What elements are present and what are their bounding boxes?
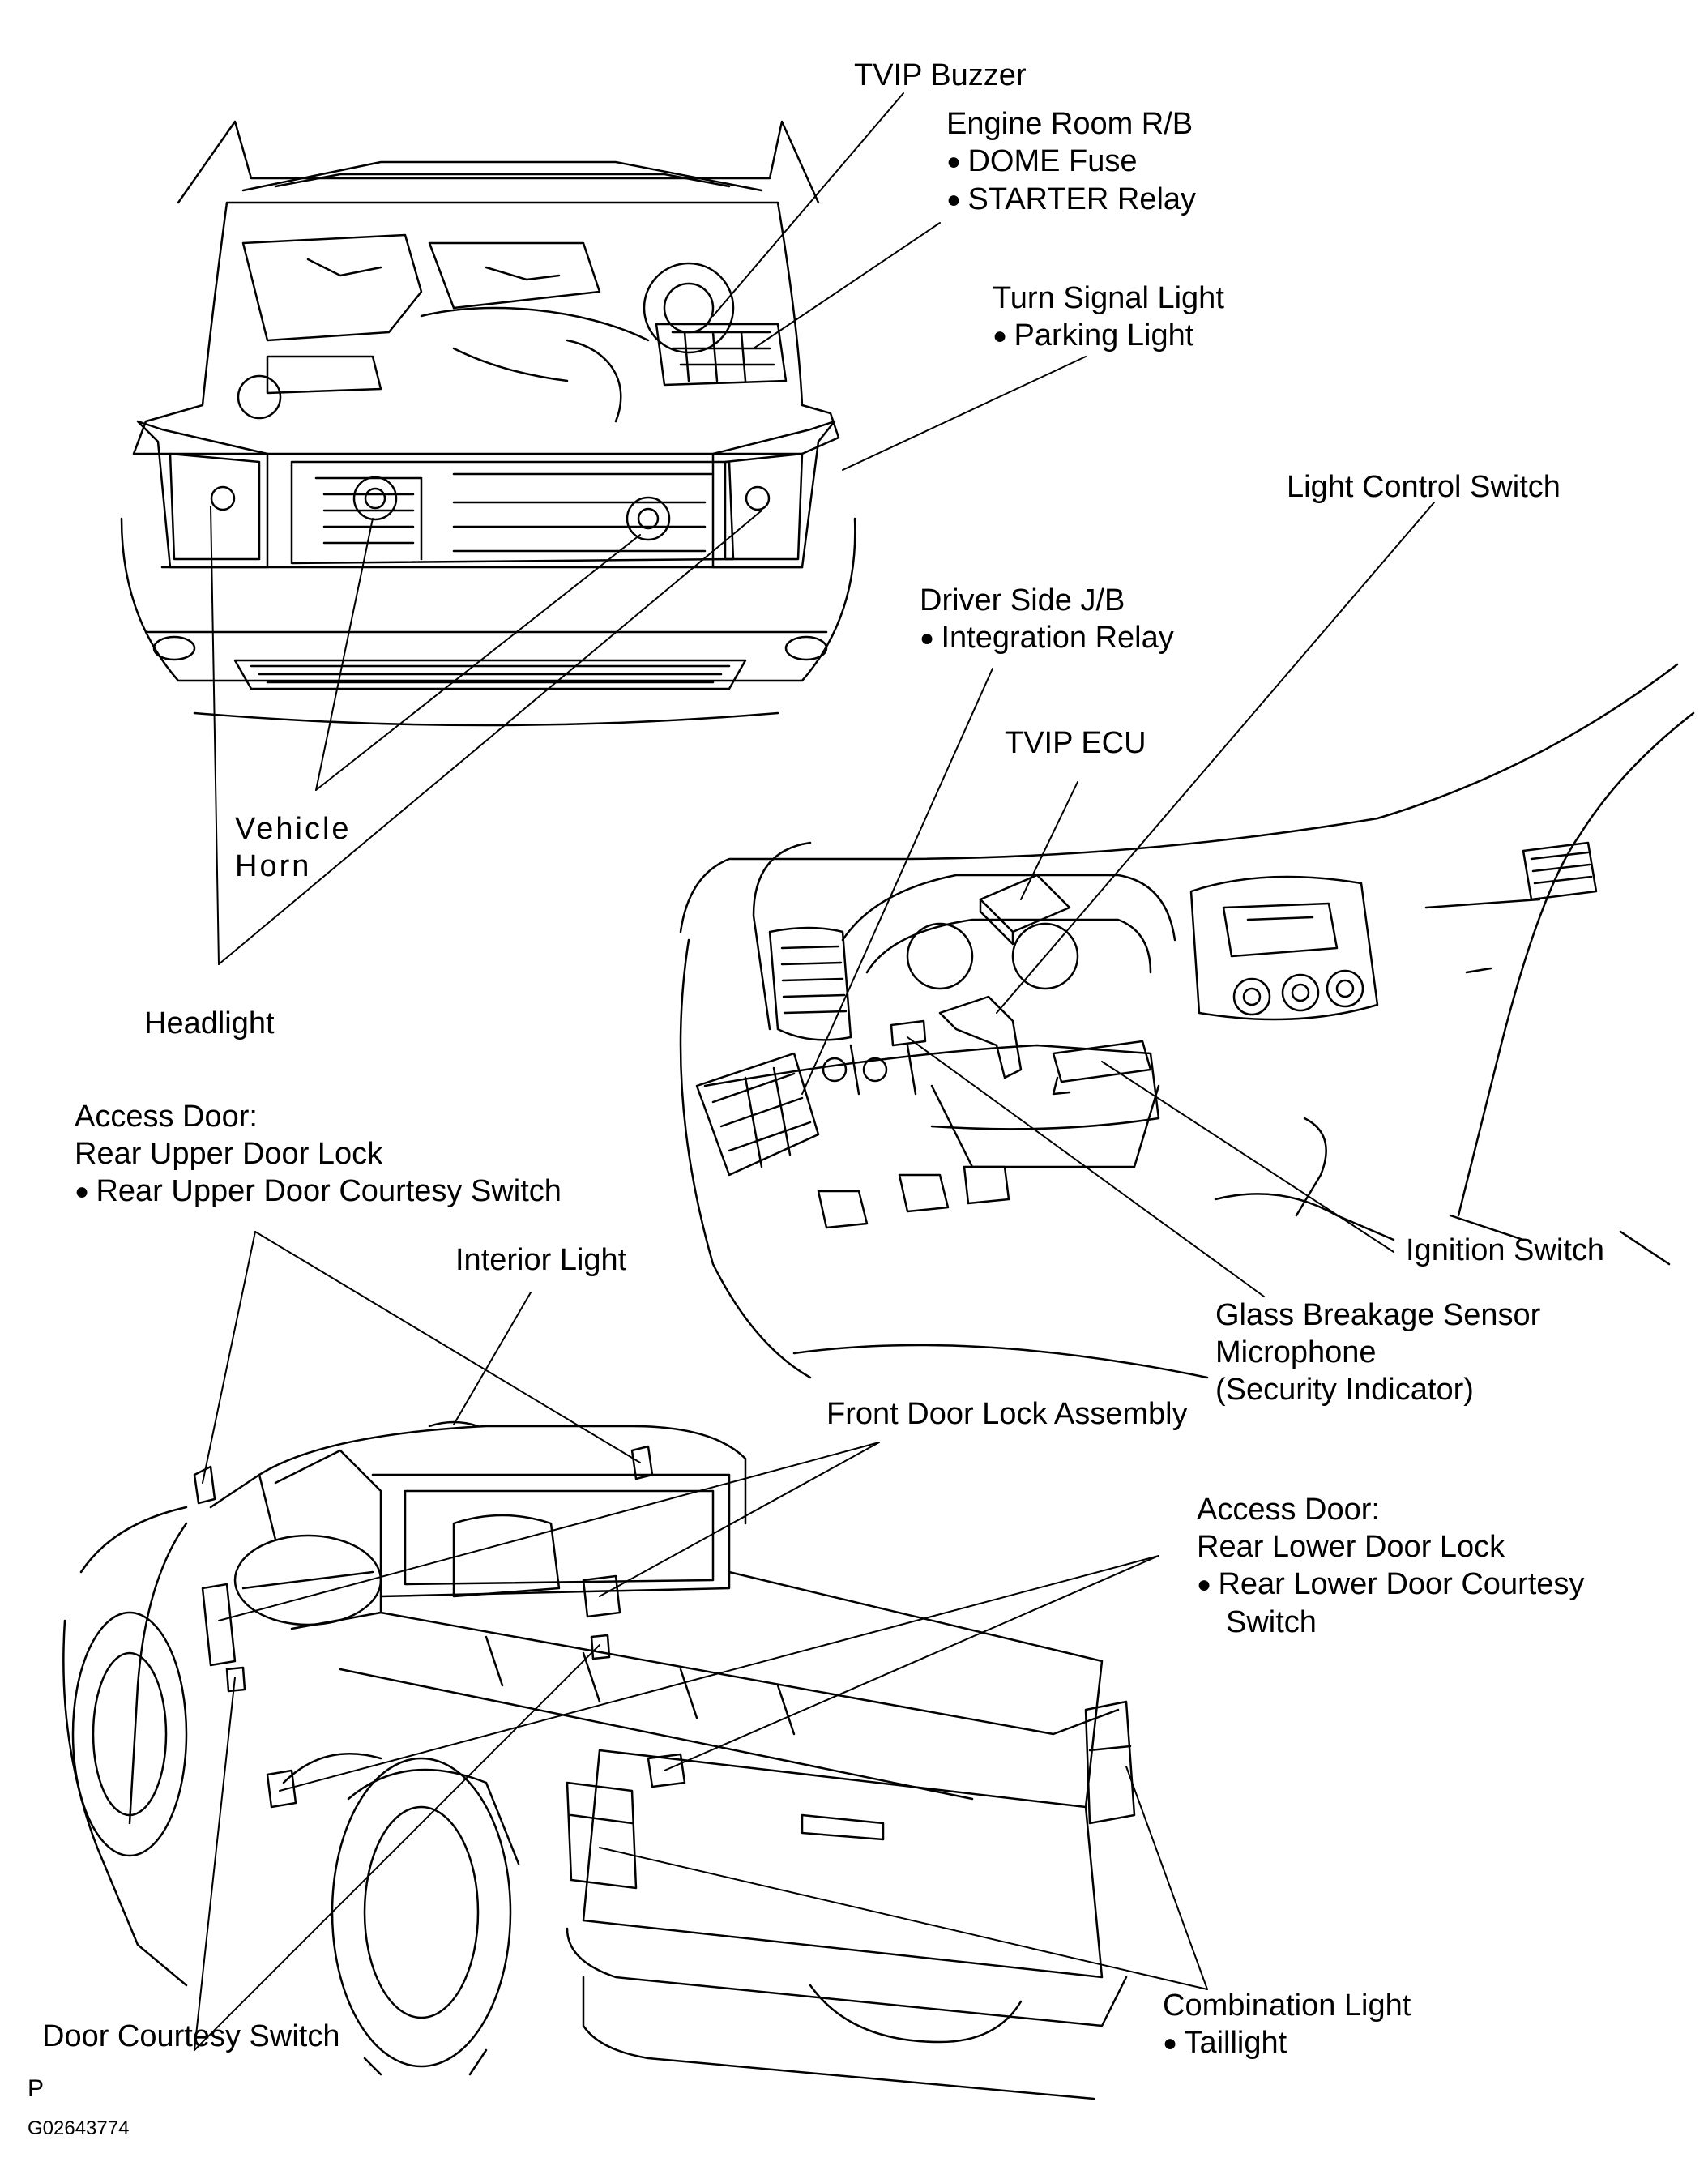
horn-text: Horn [235, 849, 312, 883]
leader-lines [194, 92, 1435, 2051]
headlight-text: Headlight [144, 1006, 275, 1040]
glass-breakage-sensor-label: Glass Breakage Sensor Microphone (Securi… [1215, 1297, 1540, 1408]
rear-upper-door-courtesy-switch-text: Rear Upper Door Courtesy Switch [75, 1173, 561, 1211]
tvip-buzzer-text: TVIP Buzzer [854, 58, 1027, 92]
tvip-buzzer-label: TVIP Buzzer [854, 57, 1027, 94]
security-indicator-text: (Security Indicator) [1215, 1373, 1474, 1407]
dome-fuse-text: DOME Fuse [946, 143, 1196, 181]
vehicle-text: Vehicle [235, 812, 352, 846]
tvip-ecu-text: TVIP ECU [1005, 726, 1146, 760]
ignition-switch-label: Ignition Switch [1406, 1232, 1604, 1269]
ignition-switch-text: Ignition Switch [1406, 1233, 1605, 1267]
access-door-upper-title: Access Door: [75, 1100, 258, 1134]
access-door-lower-label: Access Door: Rear Lower Door Lock Rear L… [1197, 1491, 1584, 1641]
front-door-lock-assembly-label: Front Door Lock Assembly [826, 1395, 1188, 1433]
dashboard-drawing [679, 663, 1695, 1379]
light-control-switch-text: Light Control Switch [1287, 470, 1561, 504]
engine-room-rb-label: Engine Room R/B DOME Fuse STARTER Relay [946, 105, 1196, 219]
rear-lower-switch-text: Switch [1226, 1605, 1317, 1639]
truck-drawing [62, 1420, 1136, 2100]
driver-side-jb-text: Driver Side J/B [920, 583, 1125, 617]
driver-side-jb-label: Driver Side J/B Integration Relay [920, 582, 1174, 657]
rear-lower-door-courtesy-text: Rear Lower Door Courtesy [1197, 1566, 1584, 1604]
front-door-lock-assembly-text: Front Door Lock Assembly [826, 1397, 1188, 1431]
vehicle-horn-label: Vehicle Horn [235, 810, 352, 885]
taillight-text: Taillight [1163, 2024, 1411, 2062]
headlight-label: Headlight [144, 1005, 275, 1042]
combination-light-label: Combination Light Taillight [1163, 1987, 1411, 2062]
door-courtesy-switch-label: Door Courtesy Switch [42, 2018, 339, 2055]
combination-light-text: Combination Light [1163, 1989, 1411, 2023]
door-courtesy-switch-text: Door Courtesy Switch [42, 2019, 340, 2053]
access-door-lower-title: Access Door: [1197, 1493, 1380, 1527]
light-control-switch-label: Light Control Switch [1287, 468, 1561, 506]
integration-relay-text: Integration Relay [920, 619, 1173, 657]
starter-relay-text: STARTER Relay [946, 181, 1196, 219]
rear-lower-door-lock-text: Rear Lower Door Lock [1197, 1530, 1505, 1564]
parking-light-text: Parking Light [993, 317, 1224, 355]
engine-room-rb-text: Engine Room R/B [946, 107, 1193, 141]
turn-signal-light-text: Turn Signal Light [993, 281, 1224, 315]
access-door-upper-label: Access Door: Rear Upper Door Lock Rear U… [75, 1098, 562, 1211]
microphone-text: Microphone [1215, 1335, 1377, 1369]
turn-signal-light-label: Turn Signal Light Parking Light [993, 280, 1224, 355]
footer-letter: P [28, 2075, 45, 2102]
interior-light-label: Interior Light [455, 1241, 626, 1279]
tvip-ecu-label: TVIP ECU [1005, 724, 1146, 762]
front-view-drawing [120, 120, 856, 727]
figure-code: G02643774 [28, 2117, 130, 2139]
glass-breakage-sensor-text: Glass Breakage Sensor [1215, 1298, 1541, 1332]
rear-upper-door-lock-text: Rear Upper Door Lock [75, 1137, 383, 1171]
interior-light-text: Interior Light [455, 1243, 627, 1277]
